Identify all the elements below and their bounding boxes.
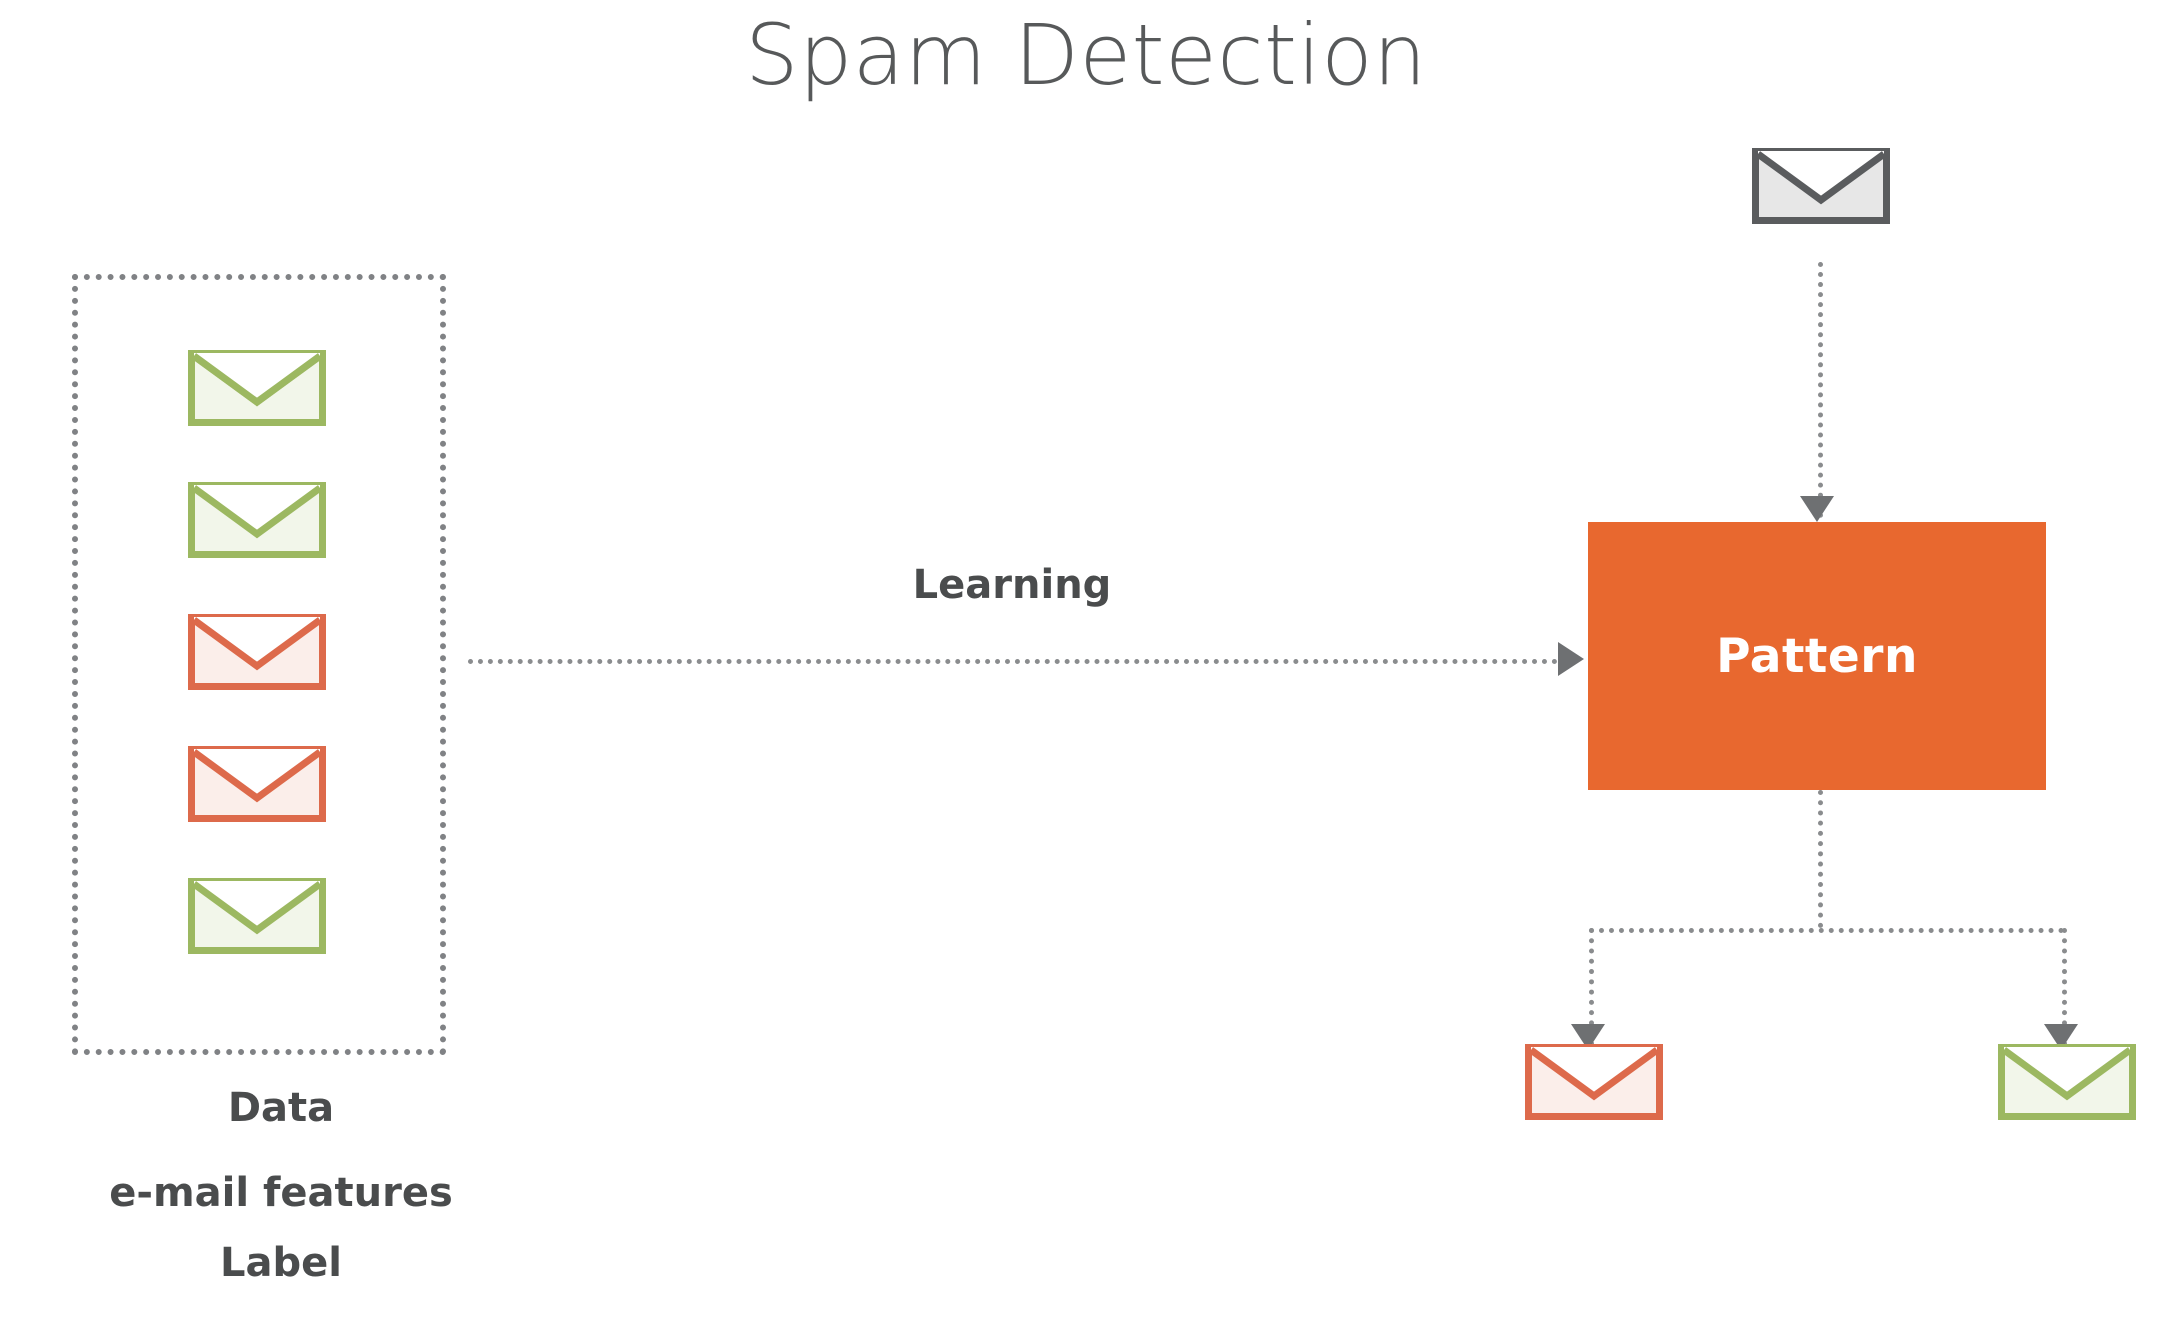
envelope-flap [191, 617, 323, 671]
output-connector-stem [1818, 790, 1823, 928]
envelope-icon-classified-ham [1998, 1044, 2136, 1120]
caption-data: Data [227, 1085, 335, 1131]
envelope-icon-training-email-2 [188, 482, 326, 558]
envelope-flap [191, 881, 323, 935]
envelope-icon-training-email-5 [188, 878, 326, 954]
page-title: Spam Detection [745, 6, 1427, 104]
learning-connector-line [468, 659, 1558, 664]
pattern-block[interactable]: Pattern [1588, 522, 2046, 790]
envelope-flap [191, 749, 323, 803]
envelope-flap [191, 485, 323, 539]
incoming-connector-line [1818, 262, 1823, 518]
output-connector-right [2062, 928, 2067, 1046]
envelope-flap [1528, 1047, 1660, 1101]
output-connector-left [1589, 928, 1594, 1046]
envelope-flap [2001, 1047, 2133, 1101]
envelope-icon-incoming-email [1752, 148, 1890, 224]
output-connector-bus [1589, 928, 2064, 933]
pattern-label: Pattern [1716, 628, 1918, 684]
envelope-flap [191, 353, 323, 407]
caption-label: Label [220, 1240, 342, 1286]
envelope-icon-classified-spam [1525, 1044, 1663, 1120]
caption-email-features: e-mail features [109, 1170, 453, 1216]
envelope-flap [1755, 151, 1887, 205]
learning-label: Learning [912, 562, 1112, 608]
envelope-icon-training-email-4 [188, 746, 326, 822]
arrow-right-icon-learning [1558, 642, 1584, 676]
data-group-container [72, 274, 446, 1055]
arrow-down-icon-incoming [1800, 496, 1834, 522]
envelope-icon-training-email-1 [188, 350, 326, 426]
envelope-icon-training-email-3 [188, 614, 326, 690]
